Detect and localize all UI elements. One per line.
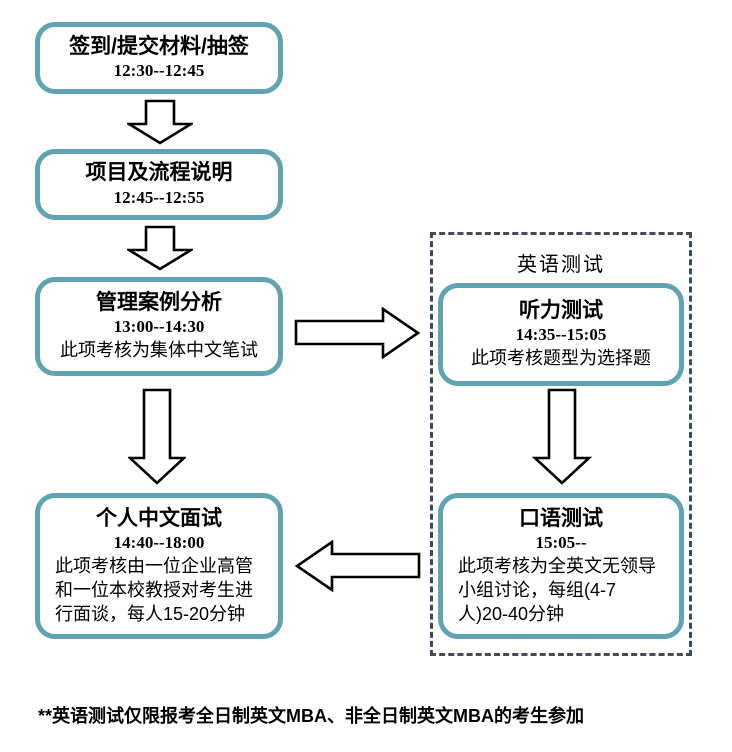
node-listening-desc: 此项考核题型为选择题: [471, 348, 651, 369]
node-speaking-title: 口语测试: [519, 506, 603, 530]
node-checkin: 签到/提交材料/抽签 12:30--12:45: [35, 22, 283, 94]
node-case-title: 管理案例分析: [96, 290, 222, 314]
node-speaking-time: 15:05--: [535, 532, 587, 552]
node-interview-title: 个人中文面试: [96, 506, 222, 530]
node-case-analysis: 管理案例分析 13:00--14:30 此项考核为集体中文笔试: [35, 277, 283, 376]
node-checkin-title: 签到/提交材料/抽签: [69, 34, 249, 58]
arrow-left-icon: [294, 540, 421, 592]
node-speaking-test: 口语测试 15:05-- 此项考核为全英文无领导小组讨论，每组(4-7人)20-…: [438, 493, 684, 639]
arrow-down-long-icon: [128, 388, 186, 485]
arrow-right-icon: [294, 307, 421, 359]
arrow-down-icon: [127, 225, 193, 271]
group-english-test-label: 英语测试: [517, 254, 605, 276]
footnote: **英语测试仅限报考全日制英文MBA、非全日制英文MBA的考生参加: [38, 706, 584, 726]
node-listening-time: 14:35--15:05: [515, 325, 607, 345]
node-speaking-desc: 此项考核为全英文无领导小组讨论，每组(4-7人)20-40分钟: [458, 556, 656, 624]
node-intro-title: 项目及流程说明: [85, 161, 233, 185]
node-interview-desc: 此项考核由一位企业高管和一位本校教授对考生进行面谈，每人15-20分钟: [55, 556, 253, 624]
node-interview-time: 14:40--18:00: [113, 532, 205, 552]
node-chinese-interview: 个人中文面试 14:40--18:00 此项考核由一位企业高管和一位本校教授对考…: [35, 493, 283, 639]
node-case-time: 13:00--14:30: [113, 317, 205, 337]
arrow-down-icon: [127, 99, 193, 145]
node-checkin-time: 12:30--12:45: [113, 61, 205, 81]
node-listening-title: 听力测试: [519, 298, 603, 322]
node-intro-time: 12:45--12:55: [113, 187, 205, 207]
arrow-down-long-icon: [532, 388, 592, 485]
group-english-test: 英语测试: [430, 232, 692, 656]
node-intro: 项目及流程说明 12:45--12:55: [35, 149, 283, 220]
node-case-desc: 此项考核为集体中文笔试: [60, 340, 258, 361]
node-listening-test: 听力测试 14:35--15:05 此项考核题型为选择题: [438, 283, 684, 386]
